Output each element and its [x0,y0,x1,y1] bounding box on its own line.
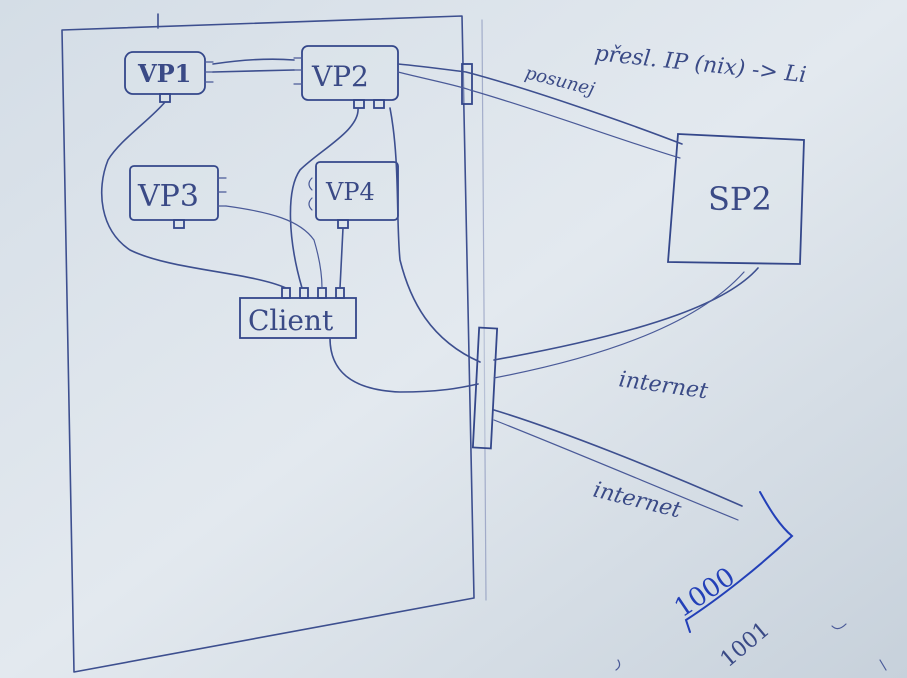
vp3-node: VP3 [129,165,227,229]
scribble-mark-1 [831,623,847,630]
wires [100,58,759,521]
sp2-label: SP2 [708,180,772,218]
sp2-node: SP2 [667,133,805,265]
vp4-label: VP4 [325,178,375,206]
scribble-mark-3 [615,659,621,671]
vp3-label: VP3 [137,179,199,214]
scribble-mark-2 [879,659,887,671]
bridge-main [471,326,499,450]
vp1-node: VP1 [124,51,214,103]
vp1-label: VP1 [137,59,191,88]
vp2-node: VP2 [293,45,399,109]
client-label: Client [248,304,334,337]
client-node: Client [239,287,357,339]
fold-line [481,19,487,601]
bridge-top [461,63,473,105]
vp2-label: VP2 [311,60,369,93]
outer-frame [61,13,475,673]
vp4-node: VP4 [308,161,399,229]
